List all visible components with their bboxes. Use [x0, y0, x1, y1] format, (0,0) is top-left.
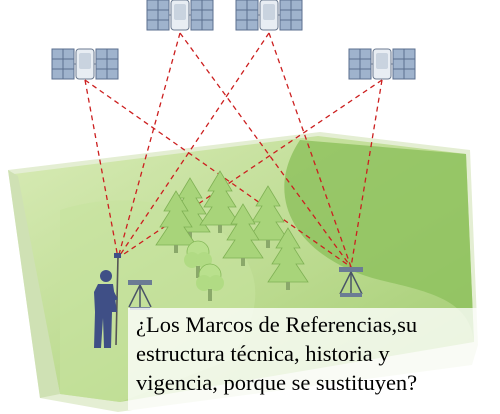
signal-lines — [84, 32, 383, 268]
caption-line-2: estructura técnica, historia y — [136, 341, 390, 366]
satellites — [51, 0, 416, 80]
satellite-icon — [146, 0, 214, 31]
caption-line-1: ¿Los Marcos de Referencias,su — [136, 312, 418, 337]
receivers — [127, 266, 364, 311]
surveyor-icon — [94, 253, 121, 348]
satellite-icon — [51, 48, 119, 80]
caption-line-3: vigencia, porque se sustituyen? — [136, 370, 418, 395]
satellite-icon — [235, 0, 303, 31]
satellite-icon — [348, 48, 416, 80]
caption-box: ¿Los Marcos de Referencias,su estructura… — [128, 308, 494, 410]
